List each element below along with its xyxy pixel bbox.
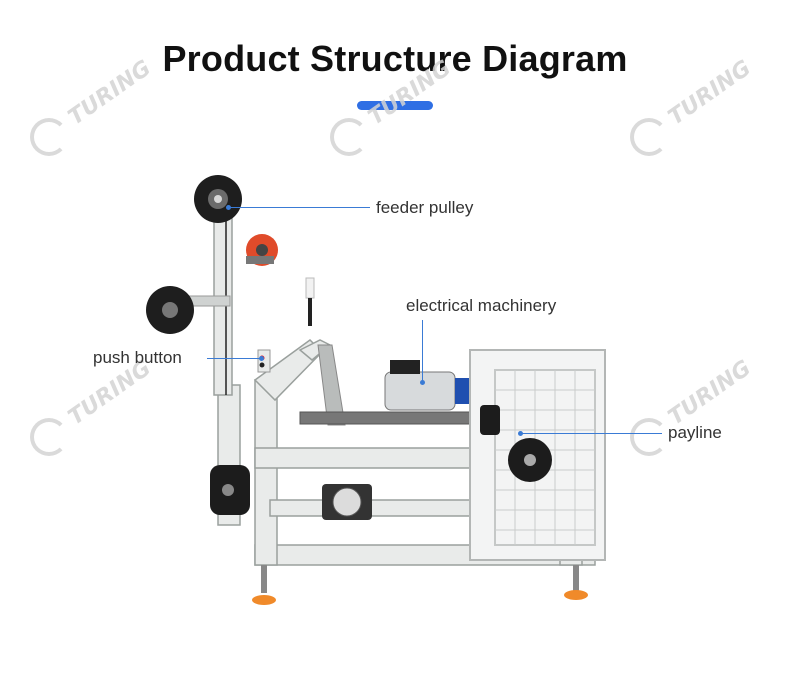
lower-spool <box>210 465 250 515</box>
feeder-pulley-label: feeder pulley <box>376 198 474 217</box>
push-button-label: push button <box>93 348 182 367</box>
watermark: TURING <box>30 356 156 460</box>
motor <box>384 360 473 411</box>
turing-logo-icon <box>330 118 368 156</box>
page-title: Product Structure Diagram <box>162 38 628 79</box>
watermark: TURING <box>330 56 456 160</box>
electrical-machinery-label: electrical machinery <box>406 296 557 315</box>
lower-motor <box>322 484 372 520</box>
push-button-panel <box>257 349 271 373</box>
turing-logo-icon <box>630 118 668 156</box>
mast <box>184 194 233 396</box>
feeder-pulley-leader <box>228 207 370 208</box>
turing-logo-icon <box>630 418 668 456</box>
electrical-machinery-point <box>420 380 425 385</box>
traverse-shaft <box>299 411 491 425</box>
feet <box>252 565 588 605</box>
tension-wheel <box>246 234 278 266</box>
payline-leader <box>520 433 662 434</box>
watermark: TURING <box>630 356 756 460</box>
watermark: TURING <box>30 56 156 160</box>
push-button-point <box>259 356 264 361</box>
payline-label: payline <box>668 423 722 442</box>
push-button-leader <box>207 358 262 359</box>
turing-logo-icon <box>30 118 68 156</box>
electrical-machinery-leader <box>422 320 423 382</box>
signal-light-icon <box>305 277 315 326</box>
watermark: TURING <box>630 56 756 160</box>
payline-cage <box>469 349 606 561</box>
feeder-pulley-point <box>226 205 231 210</box>
guide-pulley <box>146 286 194 334</box>
feeder-pulley <box>194 175 242 223</box>
turing-logo-icon <box>30 418 68 456</box>
title-underline <box>357 101 433 110</box>
payline-point <box>518 431 523 436</box>
guide-arm <box>317 344 346 426</box>
